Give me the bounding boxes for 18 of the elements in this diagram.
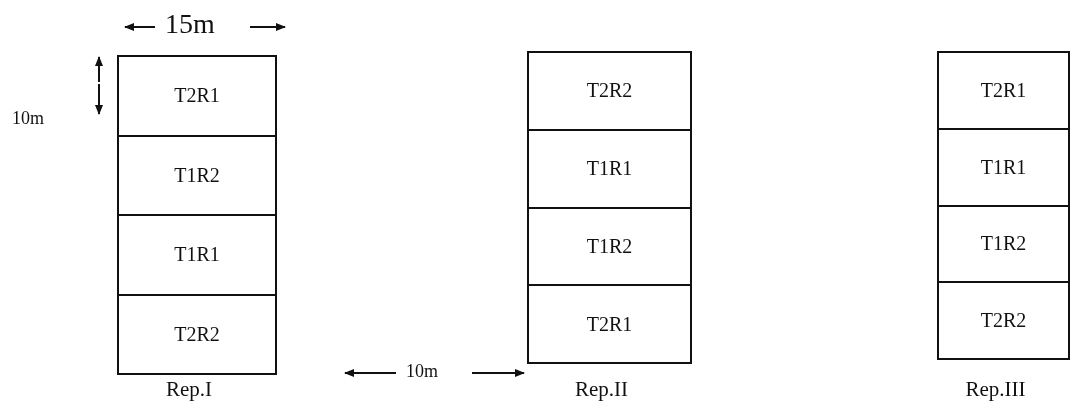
field-plot: T2R2 — [937, 281, 1070, 360]
field-plot: T1R1 — [117, 214, 277, 296]
dimension-label: 10m — [406, 361, 438, 382]
field-plot: T2R1 — [117, 55, 277, 137]
field-plot: T2R1 — [527, 284, 692, 364]
replicate-caption: Rep.III — [965, 377, 1026, 402]
field-plot: T2R1 — [937, 51, 1070, 130]
field-plot: T1R2 — [937, 204, 1070, 284]
dimension-label: 15m — [165, 8, 215, 40]
field-plot: T1R1 — [937, 127, 1070, 207]
field-plot: T1R2 — [527, 206, 692, 287]
replicate-caption: Rep.I — [166, 377, 213, 402]
field-plot: T1R1 — [527, 128, 692, 209]
replicate-caption: Rep.II — [575, 377, 629, 402]
dimension-label: 10m — [12, 108, 44, 129]
field-plot: T1R2 — [117, 134, 277, 216]
field-plot: T2R2 — [117, 293, 277, 375]
field-plot: T2R2 — [527, 51, 692, 131]
